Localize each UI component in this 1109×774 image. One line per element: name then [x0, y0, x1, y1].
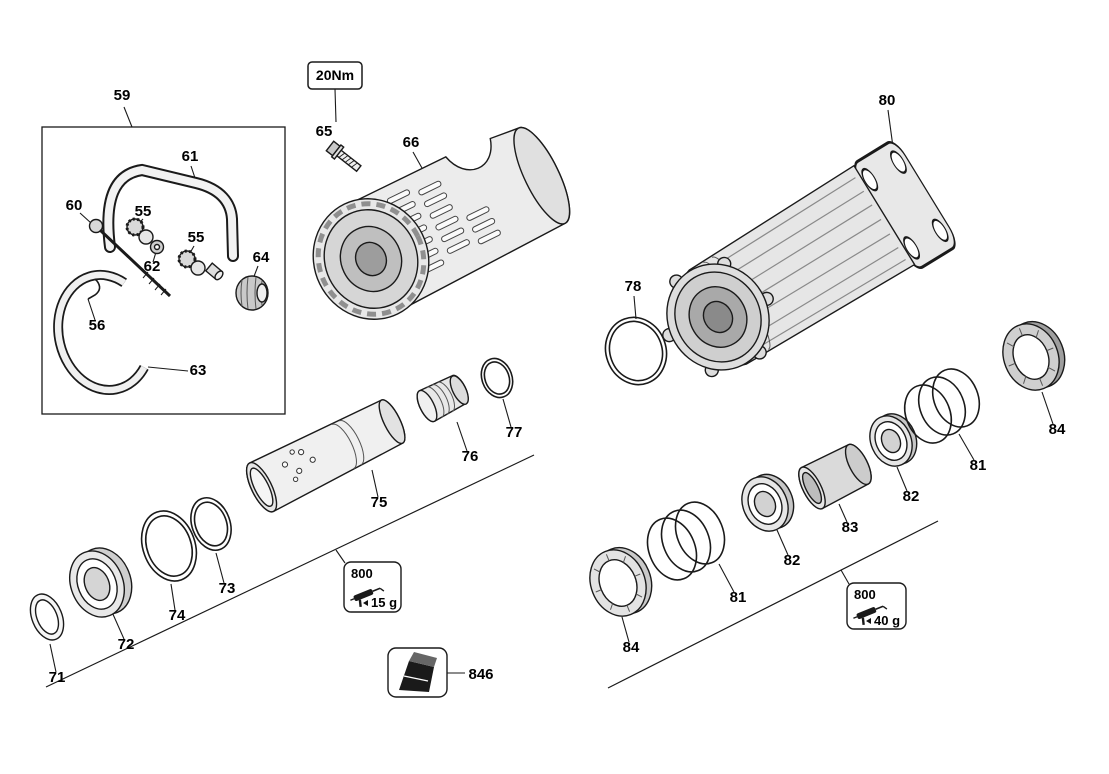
part-label-56: 56 [89, 317, 106, 334]
seal-72 [69, 547, 133, 618]
ring-71 [29, 593, 65, 641]
cylinder-75 [245, 399, 406, 513]
grease-amount: 15 g [371, 595, 397, 610]
part-label-63: 63 [190, 362, 207, 379]
group-59-frame [41, 126, 286, 415]
part-label-82: 82 [784, 552, 801, 569]
piston-rings-81-b [903, 368, 981, 444]
part-label-846: 846 [468, 666, 493, 683]
clamp-knob-64 [235, 275, 269, 311]
part-labels: 59 61 60 55 55 62 56 63 64 65 66 80 78 71 72 74 73 75 76 77… [49, 87, 1066, 686]
handle-pin [204, 262, 224, 281]
grease-code: 800 [351, 566, 373, 581]
leader-lines [49, 88, 1054, 674]
part-label-76: 76 [462, 448, 479, 465]
part-label-84: 84 [1049, 421, 1066, 438]
grease-drop-icon [363, 600, 368, 606]
part-label-83: 83 [842, 519, 859, 536]
grease-note-40g: 800 40 g [846, 582, 907, 630]
bushing-83 [798, 443, 872, 510]
part-label-71: 71 [49, 669, 66, 686]
part-label-61: 61 [182, 148, 199, 165]
o-ring-74 [140, 510, 198, 582]
part-label-62: 62 [144, 258, 161, 275]
side-handle-61 [102, 163, 239, 262]
part-label-78: 78 [625, 278, 642, 295]
washer-62 [149, 239, 165, 255]
part-label-74: 74 [169, 607, 186, 624]
seal-ring-82-a [741, 473, 795, 532]
piston-rings-81-a [646, 501, 726, 581]
part-label-82: 82 [903, 488, 920, 505]
part-label-64: 64 [253, 249, 270, 266]
part-label-80: 80 [879, 92, 896, 109]
o-ring-78 [604, 316, 668, 386]
part-label-77: 77 [506, 424, 523, 441]
part-label-55: 55 [188, 229, 205, 246]
screw-65 [325, 140, 362, 173]
torque-note-box [307, 61, 363, 90]
part-label-73: 73 [219, 580, 236, 597]
part-label-55: 55 [135, 203, 152, 220]
grease-sachet-icon [399, 652, 437, 692]
part-label-72: 72 [118, 636, 135, 653]
retaining-ring-84-a [589, 546, 653, 617]
grease-note-15g: 800 15 g [343, 561, 402, 613]
axis-line-left [45, 454, 535, 688]
seal-ring-82-b [869, 413, 918, 467]
cylinder-housing-80 [662, 141, 956, 378]
retaining-ring-84-b [1002, 320, 1066, 391]
torque-value: 20Nm [316, 67, 354, 83]
o-ring-73 [190, 497, 232, 551]
side-handle-group-59 [41, 126, 286, 415]
clamp-band-63 [53, 269, 149, 395]
housing-80-flange [854, 141, 956, 269]
motor-housing-66-rim [312, 198, 430, 320]
housing-80-rim [662, 256, 774, 378]
part-label-81: 81 [730, 589, 747, 606]
grease-pack-846 [387, 647, 448, 698]
part-label-81: 81 [970, 457, 987, 474]
part-label-66: 66 [403, 134, 420, 151]
handle-bolt-60 [88, 218, 172, 298]
grease-code: 800 [854, 587, 876, 602]
part-label-59: 59 [114, 87, 131, 104]
motor-housing-66 [312, 126, 571, 320]
part-label-75: 75 [371, 494, 388, 511]
grease-amount: 40 g [874, 613, 900, 628]
torque-note: 20Nm [307, 61, 363, 90]
grease-drop-icon [866, 618, 871, 624]
assembly-axis-lines [45, 454, 939, 689]
washer-set-55-a [125, 217, 154, 245]
washer-set-55-b [177, 249, 206, 276]
piston-76 [416, 374, 469, 423]
axis-line-right [607, 520, 939, 689]
part-label-65: 65 [316, 123, 333, 140]
part-label-60: 60 [66, 197, 83, 214]
part-label-84: 84 [623, 639, 640, 656]
o-ring-77 [480, 357, 514, 399]
